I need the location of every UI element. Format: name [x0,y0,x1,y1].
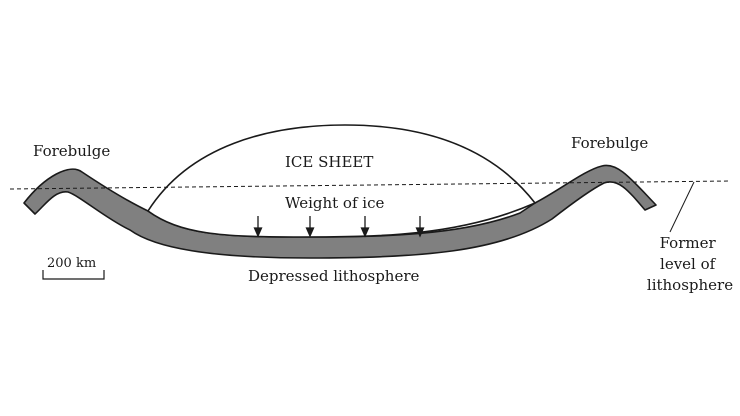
scale-bar-label: 200 km [47,256,96,271]
weight-arrow [415,216,425,238]
ice-sheet-label: ICE SHEET [285,153,373,171]
scale-bar [42,270,105,280]
weight-arrow [360,216,370,238]
ice-sheet-outline [146,124,537,238]
weight-arrows [253,216,425,238]
weight-arrow [253,216,263,238]
former-level-line [9,180,731,190]
forebulge-left-label: Forebulge [33,142,110,160]
forebulge-right-label: Forebulge [571,134,648,152]
former-level-line-3: lithosphere [647,276,733,294]
former-level-label: Former level of lithosphere [647,234,733,294]
weight-of-ice-label: Weight of ice [285,194,384,212]
depressed-lithosphere-label: Depressed lithosphere [248,267,420,285]
former-level-line-2: level of [660,255,717,273]
former-level-line-1: Former [660,234,717,252]
former-level-leader [669,181,695,233]
weight-arrow [305,216,315,238]
